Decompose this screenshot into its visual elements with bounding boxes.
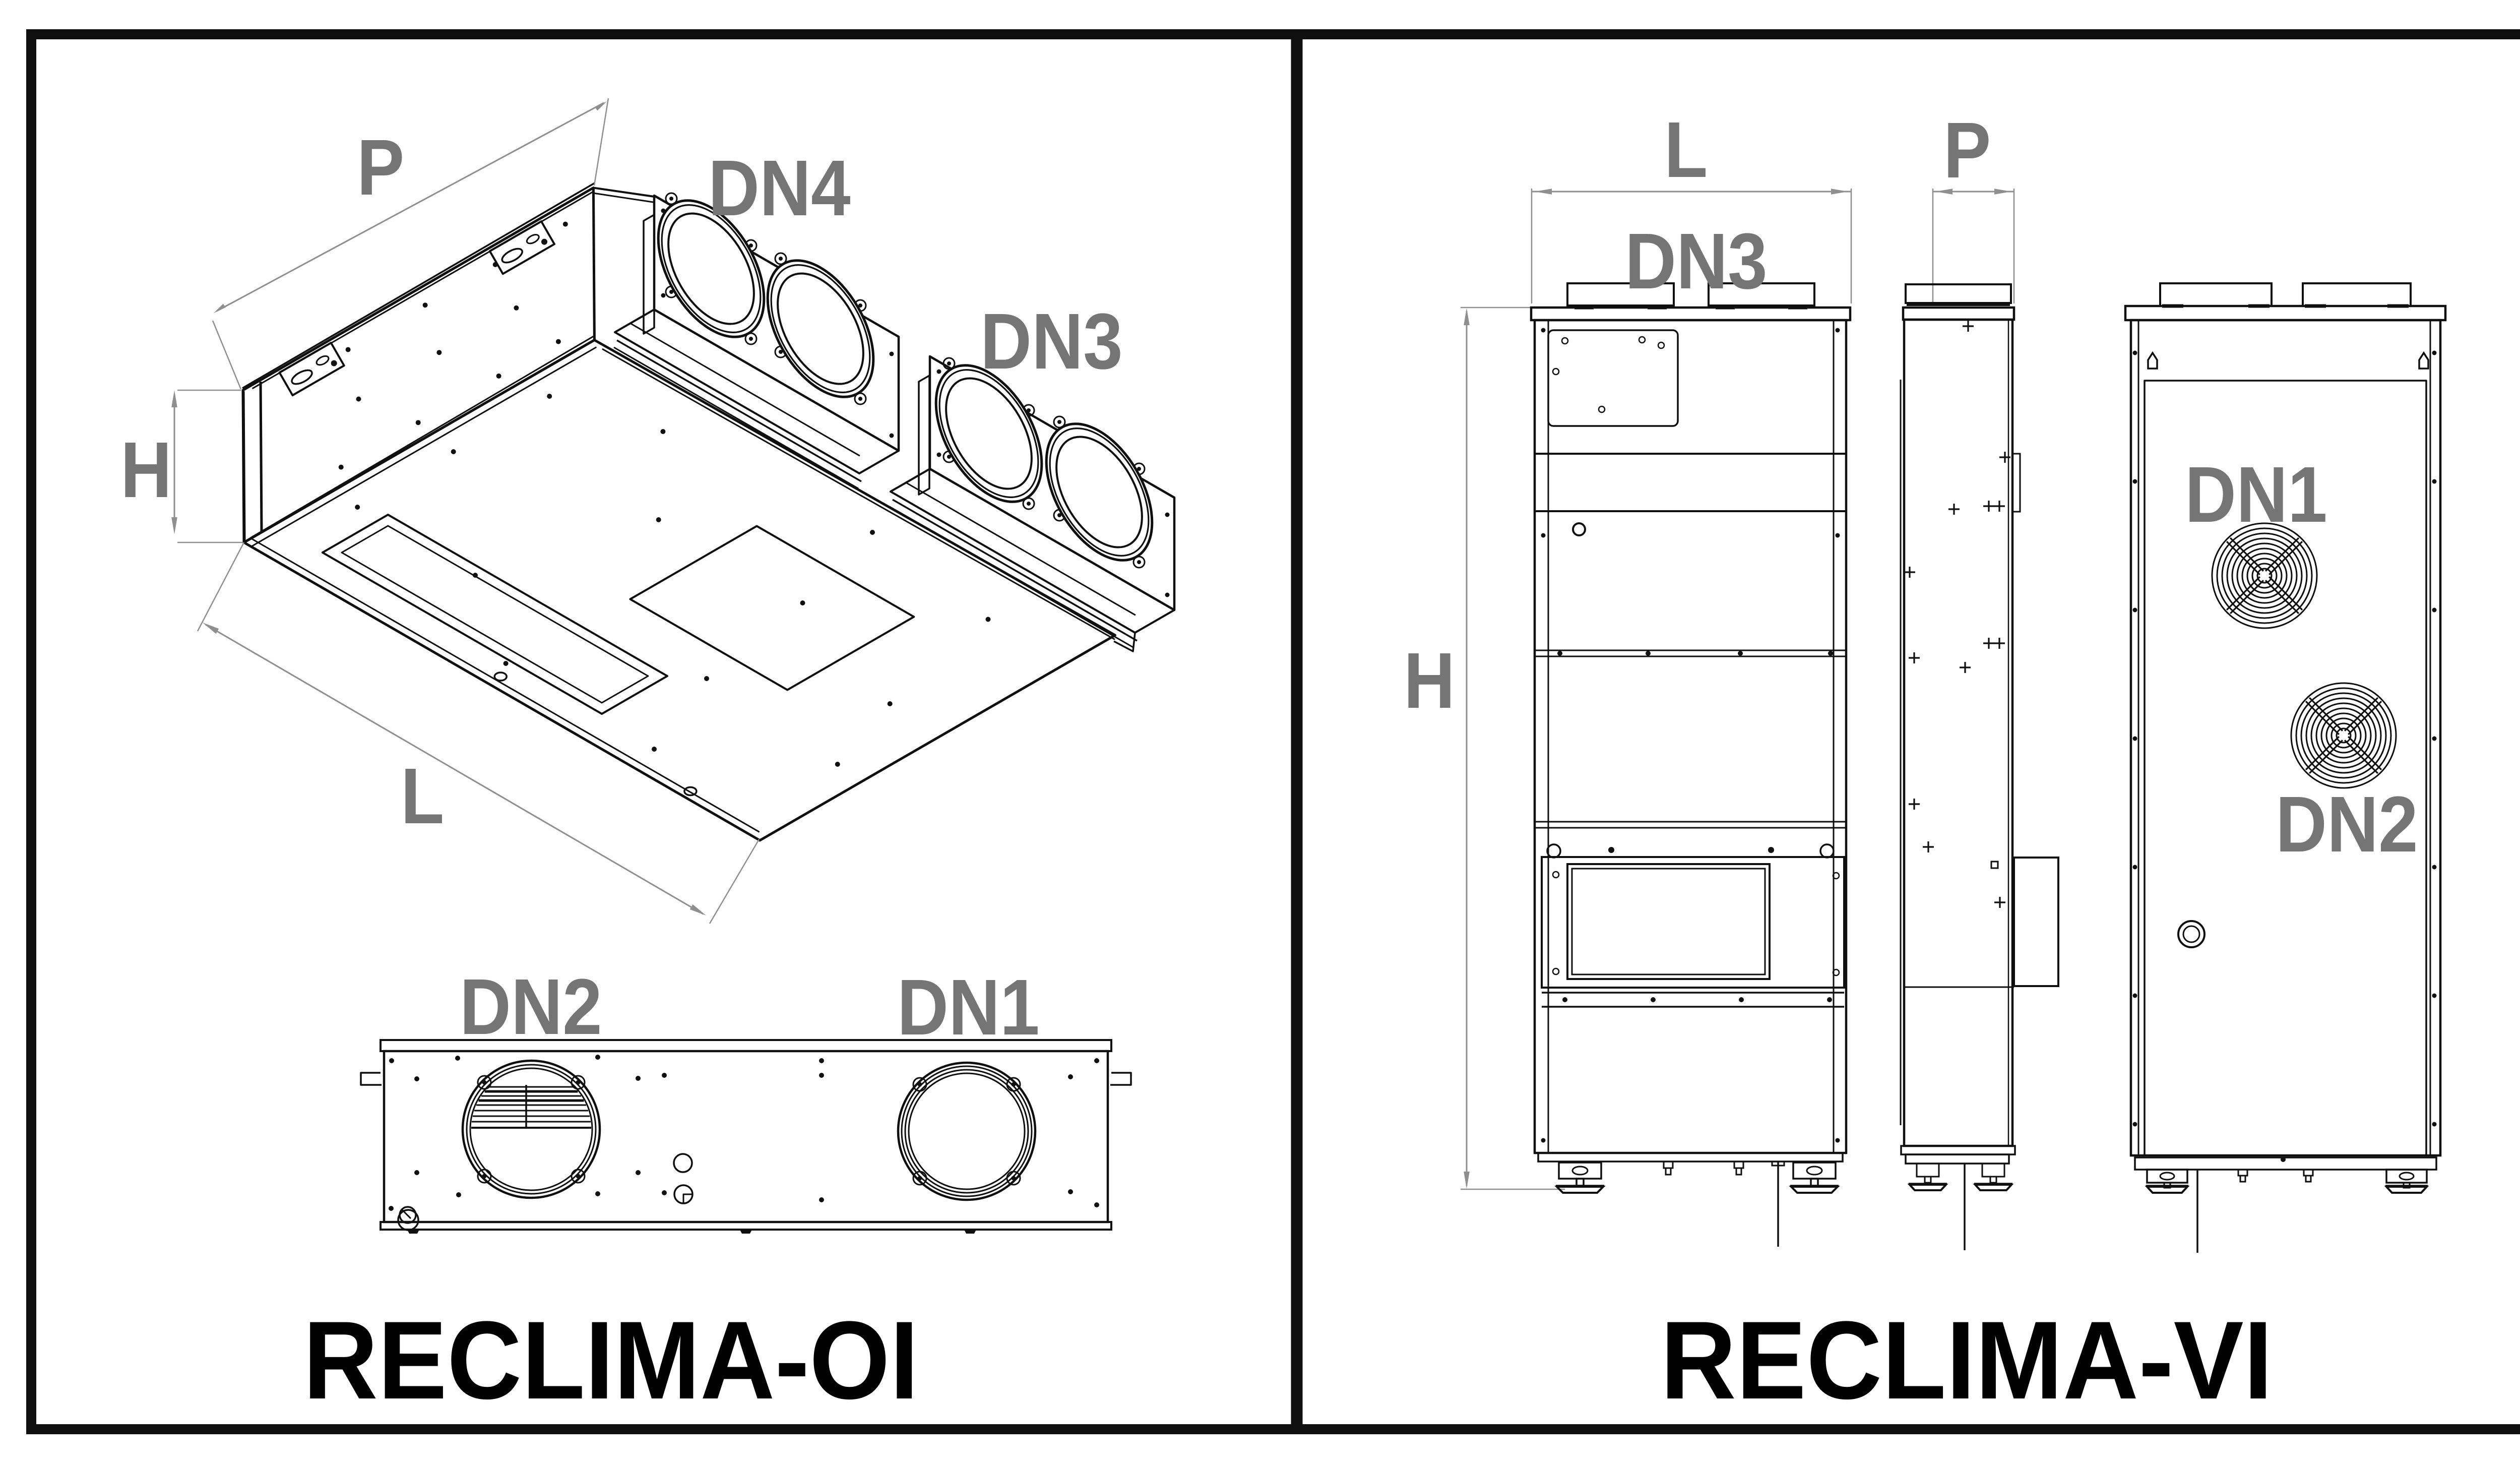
svg-text:P: P — [357, 123, 404, 212]
svg-text:DN2: DN2 — [2276, 780, 2418, 869]
svg-text:RECLIMA-OI: RECLIMA-OI — [303, 1299, 919, 1423]
svg-text:DN3: DN3 — [980, 297, 1123, 386]
svg-text:H: H — [120, 425, 172, 514]
svg-text:L: L — [1664, 105, 1708, 194]
svg-text:L: L — [401, 752, 444, 840]
svg-text:H: H — [1404, 636, 1455, 725]
svg-text:DN1: DN1 — [897, 963, 1040, 1052]
svg-text:DN3: DN3 — [1625, 217, 1768, 306]
svg-text:DN1: DN1 — [2185, 450, 2327, 539]
svg-text:P: P — [1943, 106, 1991, 195]
svg-text:DN2: DN2 — [460, 962, 602, 1051]
svg-text:DN4: DN4 — [708, 144, 851, 232]
svg-text:RECLIMA-VI: RECLIMA-VI — [1661, 1299, 2273, 1422]
